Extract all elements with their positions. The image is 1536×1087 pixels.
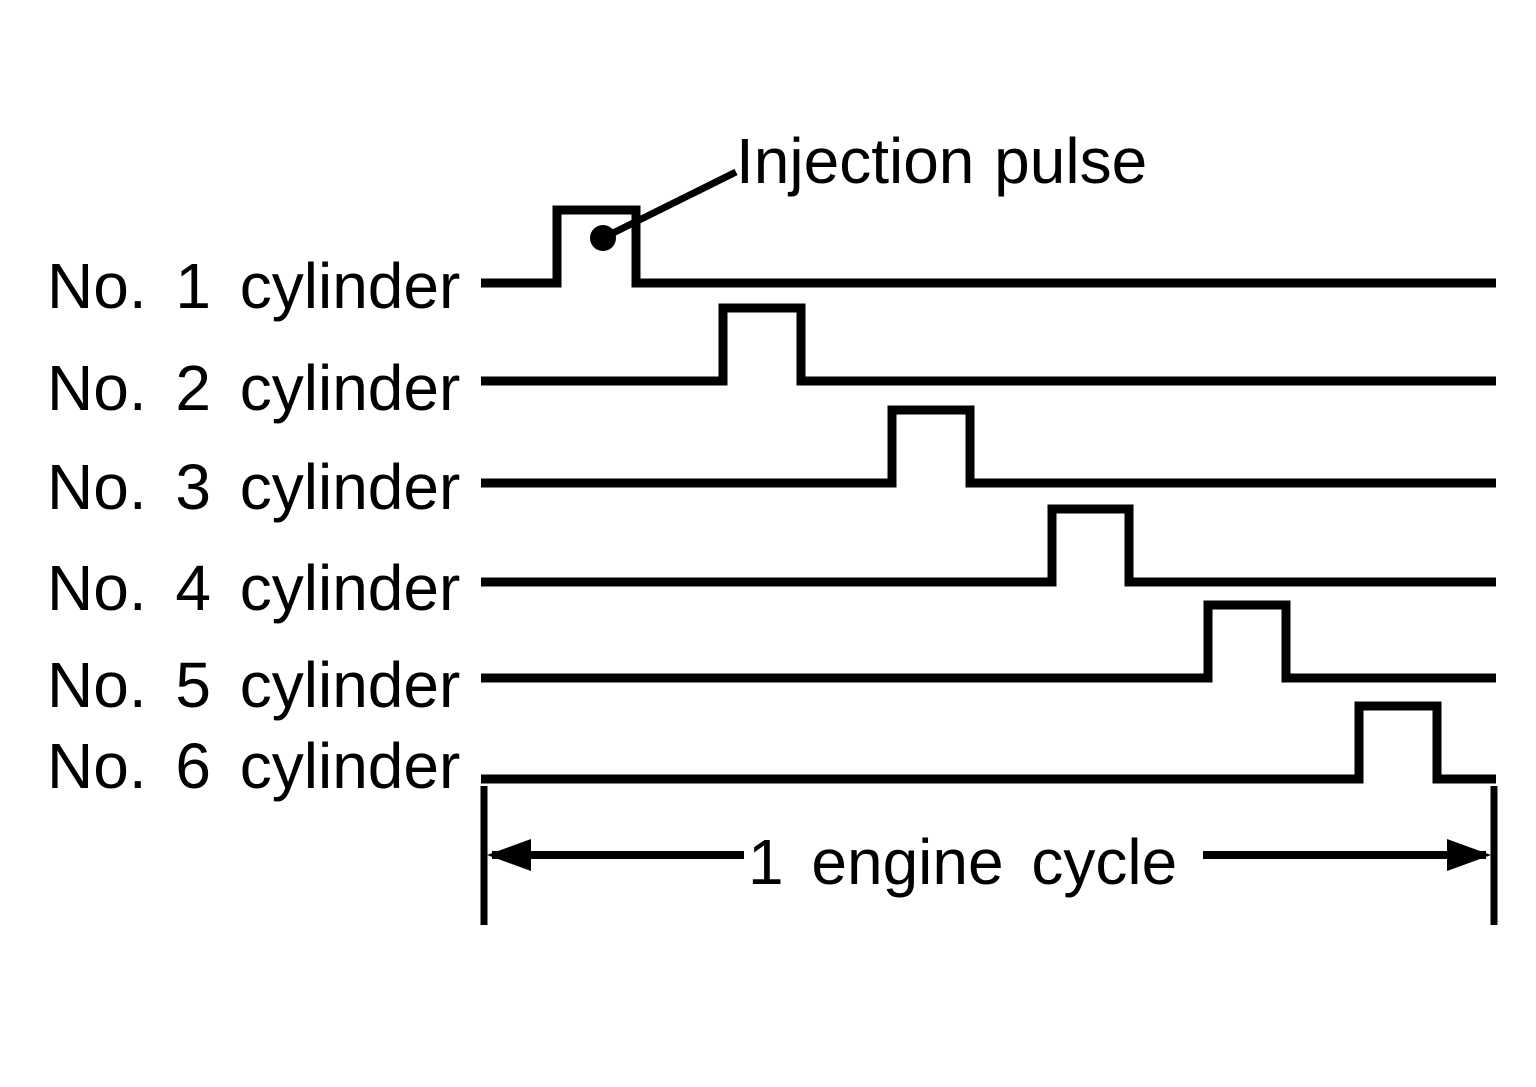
injection-pulse-dot	[590, 225, 616, 251]
cylinder-5-label: No. 5 cylinder	[47, 649, 461, 721]
dimension-layer	[480, 786, 1498, 925]
engine-cycle-label: 1 engine cycle	[748, 826, 1178, 898]
cylinder-1-waveform	[481, 205, 1496, 288]
cylinder-3-label: No. 3 cylinder	[47, 451, 461, 523]
cycle-right-arrowhead	[1447, 839, 1491, 871]
cylinder-5-waveform	[481, 600, 1496, 683]
injection-pulse-label: Injection pulse	[736, 125, 1148, 197]
cylinder-6-waveform	[481, 701, 1496, 784]
waveform-layer	[481, 205, 1496, 784]
cylinder-2-label: No. 2 cylinder	[47, 352, 461, 424]
injection-pulse-leader-line	[601, 168, 738, 242]
cylinder-3-waveform	[481, 405, 1496, 488]
cylinder-1-label: No. 1 cylinder	[47, 250, 461, 322]
cylinder-4-label: No. 4 cylinder	[47, 552, 461, 624]
cylinder-2-waveform	[481, 303, 1496, 386]
cylinder-6-label: No. 6 cylinder	[47, 730, 461, 802]
annotation-layer	[590, 168, 738, 251]
cycle-left-arrowhead	[487, 839, 531, 871]
cylinder-4-waveform	[481, 504, 1496, 587]
